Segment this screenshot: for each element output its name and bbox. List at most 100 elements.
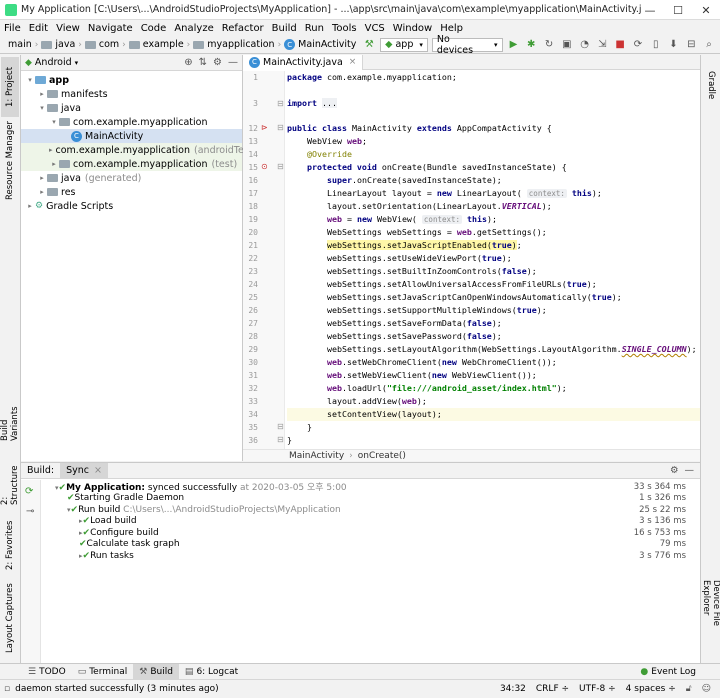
expanded-arrow-icon[interactable]: ▾ bbox=[52, 118, 56, 126]
menu-code[interactable]: Code bbox=[140, 22, 167, 34]
tree-item[interactable]: ▸manifests bbox=[21, 87, 242, 101]
avd-manager-icon[interactable]: ▯ bbox=[652, 39, 659, 50]
tree-item[interactable]: ▾app bbox=[21, 73, 242, 87]
tab-gradle[interactable]: Gradle bbox=[706, 70, 716, 100]
status-message[interactable]: daemon started successfully (3 minutes a… bbox=[15, 684, 219, 694]
locate-icon[interactable]: ⊕ bbox=[184, 57, 193, 68]
fold-icon[interactable]: ⊟ bbox=[277, 435, 284, 444]
hammer-icon[interactable]: ⚒ bbox=[364, 39, 374, 50]
crumb-java[interactable]: java bbox=[39, 39, 77, 50]
minimize-button[interactable]: — bbox=[644, 3, 656, 17]
tree-item[interactable]: ▸com.example.myapplication(androidTest) bbox=[21, 143, 256, 157]
collapsed-arrow-icon[interactable]: ▸ bbox=[52, 160, 56, 168]
collapsed-arrow-icon[interactable]: ▸ bbox=[40, 90, 44, 98]
indent-setting[interactable]: 4 spaces ÷ bbox=[625, 684, 676, 694]
crumb-method[interactable]: onCreate() bbox=[357, 450, 406, 461]
device-select[interactable]: No devices▾ bbox=[431, 34, 503, 56]
event-log-button[interactable]: ●Event Log bbox=[640, 666, 696, 677]
menu-tools[interactable]: Tools bbox=[331, 22, 357, 34]
crumb-class[interactable]: MainActivity bbox=[289, 450, 345, 461]
sync-icon[interactable]: ⟳ bbox=[25, 486, 34, 497]
hide-icon[interactable]: — bbox=[228, 57, 238, 68]
fold-icon[interactable]: ⊟ bbox=[277, 123, 284, 132]
inspector-icon[interactable]: ☺︎ bbox=[701, 684, 711, 694]
collapse-all-icon[interactable]: ⇅ bbox=[198, 57, 208, 68]
tab-favorites[interactable]: 2: Favorites bbox=[5, 520, 15, 570]
crumb-myapplication[interactable]: myapplication bbox=[191, 39, 276, 50]
pin-icon[interactable]: ⊸ bbox=[26, 506, 35, 517]
crumb-main[interactable]: main bbox=[8, 39, 32, 50]
close-tab-icon[interactable]: × bbox=[93, 465, 102, 476]
tab-project[interactable]: 1: Project bbox=[1, 57, 19, 117]
caret-position[interactable]: 34:32 bbox=[499, 684, 526, 694]
maximize-button[interactable]: ☐ bbox=[673, 3, 683, 17]
collapsed-arrow-icon[interactable]: ▸ bbox=[79, 517, 83, 526]
lock-icon[interactable]: 🔓︎ bbox=[685, 684, 692, 694]
build-row[interactable]: ▾✔My Application: synced successfully at… bbox=[41, 481, 700, 494]
attach-debugger-icon[interactable]: ⇲ bbox=[598, 39, 607, 50]
collapsed-arrow-icon[interactable]: ▸ bbox=[28, 202, 32, 210]
layout-inspector-icon[interactable]: ⊟ bbox=[687, 39, 696, 50]
menu-view[interactable]: View bbox=[56, 22, 80, 34]
menu-analyze[interactable]: Analyze bbox=[174, 22, 214, 34]
menu-window[interactable]: Window bbox=[392, 22, 433, 34]
menu-run[interactable]: Run bbox=[304, 22, 324, 34]
tab-structure[interactable]: 2: Structure bbox=[0, 465, 20, 505]
collapsed-arrow-icon[interactable]: ▸ bbox=[40, 188, 44, 196]
tab-layout-captures[interactable]: Layout Captures bbox=[5, 583, 15, 653]
tab-build-variants[interactable]: Build Variants bbox=[0, 406, 20, 441]
profile-icon[interactable]: ◔ bbox=[580, 39, 589, 50]
sync-gradle-icon[interactable]: ⟳ bbox=[633, 39, 643, 50]
expanded-arrow-icon[interactable]: ▾ bbox=[40, 104, 44, 112]
editor-tab-mainactivity[interactable]: C MainActivity.java × bbox=[243, 54, 364, 70]
tree-item[interactable]: ▸⚙Gradle Scripts bbox=[21, 199, 242, 213]
run-gutter-icon[interactable]: ⊳ bbox=[261, 123, 268, 132]
tree-item[interactable]: ▾java bbox=[21, 101, 242, 115]
expanded-arrow-icon[interactable]: ▾ bbox=[55, 484, 59, 493]
fold-icon[interactable]: ⊟ bbox=[277, 422, 284, 431]
gear-icon[interactable]: ⚙ bbox=[669, 465, 679, 476]
collapsed-arrow-icon[interactable]: ▸ bbox=[40, 174, 44, 182]
menu-edit[interactable]: Edit bbox=[28, 22, 49, 34]
crumb-com[interactable]: com bbox=[83, 39, 121, 50]
build-row[interactable]: ▾✔Run build C:\Users\...\AndroidStudioPr… bbox=[41, 504, 700, 516]
menu-navigate[interactable]: Navigate bbox=[87, 22, 133, 34]
tab-todo[interactable]: ☰TODO bbox=[28, 666, 66, 677]
search-icon[interactable]: ⌕ bbox=[706, 39, 712, 50]
code-area[interactable]: package com.example.myapplication; impor… bbox=[287, 71, 700, 449]
menu-refactor[interactable]: Refactor bbox=[221, 22, 264, 34]
tree-item[interactable]: ▸java(generated) bbox=[21, 171, 242, 185]
run-icon[interactable]: ▶ bbox=[509, 39, 518, 50]
status-toggle-icon[interactable]: ▫ bbox=[4, 684, 11, 694]
crumb-example[interactable]: example bbox=[127, 39, 186, 50]
tree-item[interactable]: ▾com.example.myapplication bbox=[21, 115, 242, 129]
close-button[interactable]: ✕ bbox=[701, 3, 711, 17]
debug-icon[interactable]: ✱ bbox=[527, 39, 536, 50]
hide-icon[interactable]: — bbox=[684, 465, 695, 476]
tree-item[interactable]: ▸res bbox=[21, 185, 242, 199]
collapsed-arrow-icon[interactable]: ▸ bbox=[49, 146, 53, 154]
tree-item[interactable]: ▸com.example.myapplication(test) bbox=[21, 157, 242, 171]
override-icon[interactable]: ⊙ bbox=[261, 162, 268, 171]
tab-sync[interactable]: Sync× bbox=[60, 462, 108, 479]
tab-logcat[interactable]: ▤6: Logcat bbox=[184, 666, 239, 677]
run-config-select[interactable]: ◆app▾ bbox=[380, 37, 428, 52]
fold-icon[interactable]: ⊟ bbox=[277, 99, 284, 108]
expanded-arrow-icon[interactable]: ▾ bbox=[67, 505, 71, 514]
tab-build[interactable]: ⚒Build bbox=[133, 663, 179, 680]
collapsed-arrow-icon[interactable]: ▸ bbox=[79, 551, 83, 560]
expanded-arrow-icon[interactable]: ▾ bbox=[28, 76, 32, 84]
tab-resource-manager[interactable]: Resource Manager bbox=[5, 121, 15, 201]
menu-file[interactable]: File bbox=[4, 22, 21, 34]
chevron-down-icon[interactable]: ▾ bbox=[74, 58, 79, 67]
menu-build[interactable]: Build bbox=[271, 22, 297, 34]
close-tab-icon[interactable]: × bbox=[348, 57, 357, 67]
fold-icon[interactable]: ⊟ bbox=[277, 162, 284, 171]
